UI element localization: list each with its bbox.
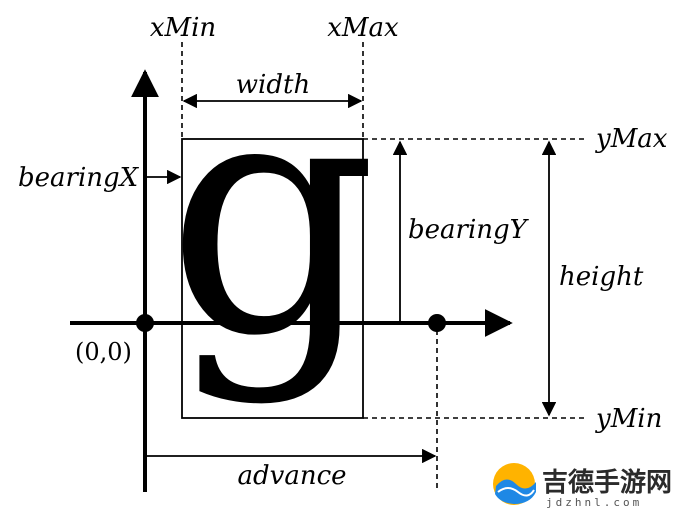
width-label: width xyxy=(236,70,310,100)
xmin-label: xMin xyxy=(150,13,216,43)
xmax-label: xMax xyxy=(327,13,399,43)
glyph-g: g xyxy=(166,24,377,408)
watermark: 吉德手游网 jdzhnl.com xyxy=(493,463,672,509)
bearing-y-label: bearingY xyxy=(408,215,530,245)
watermark-title: 吉德手游网 xyxy=(542,468,672,498)
bearing-x-label: bearingX xyxy=(18,163,140,193)
y-min-label: yMin xyxy=(595,404,662,434)
glyph-bounding-box xyxy=(181,138,364,419)
y-max-label: yMax xyxy=(595,124,668,154)
origin-label: (0,0) xyxy=(75,338,132,366)
origin-point xyxy=(136,314,154,332)
watermark-domain: jdzhnl.com xyxy=(546,496,642,509)
advance-point xyxy=(428,314,446,332)
watermark-logo-icon xyxy=(493,463,536,505)
advance-label: advance xyxy=(237,461,346,491)
height-label: height xyxy=(559,262,644,292)
